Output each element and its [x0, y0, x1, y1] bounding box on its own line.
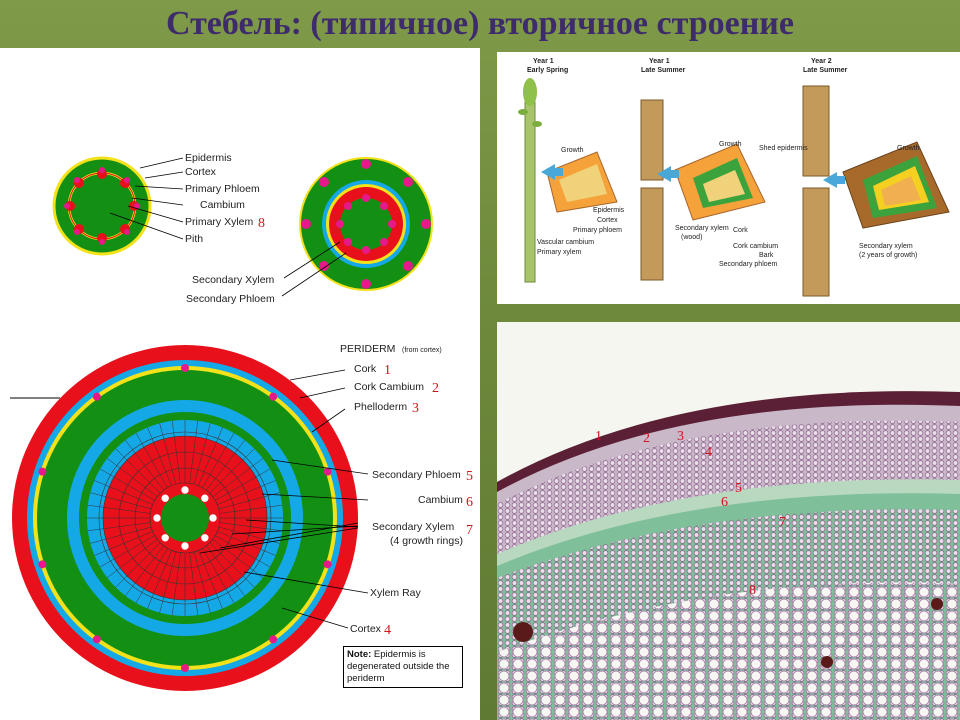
- st-cork-cambium: Cork cambium: [733, 243, 778, 250]
- num-2: 2: [432, 381, 439, 396]
- label-cortex: Cortex: [185, 166, 217, 178]
- growth-stages-illustration: Year 1 Early Spring Year 1 Late Summer Y…: [518, 58, 950, 297]
- growth-label-1: Growth: [561, 147, 584, 154]
- label-secondary-xylem-2: Secondary Xylem: [372, 521, 455, 533]
- st-primary-phloem: Primary phloem: [573, 227, 622, 234]
- st-cork: Cork: [733, 227, 748, 234]
- slide-title: Стебель: (типичное) вторичное строение: [166, 5, 794, 42]
- stage1-shoot: [518, 78, 618, 283]
- st-secondary-phloem: Secondary phloem: [719, 261, 778, 268]
- stage1-season: Early Spring: [527, 67, 568, 74]
- growth-label-2: Growth: [719, 141, 742, 148]
- micrograph-num-6: 6: [721, 495, 728, 510]
- label-secondary-xylem-1: Secondary Xylem: [192, 274, 275, 286]
- num-3: 3: [412, 401, 419, 416]
- num-7: 7: [466, 523, 473, 538]
- num-5: 5: [466, 469, 473, 484]
- micrograph-num-5: 5: [735, 481, 742, 496]
- num-4: 4: [384, 623, 391, 638]
- num-1: 1: [384, 363, 391, 378]
- label-xylem-ray: Xylem Ray: [370, 587, 422, 599]
- num-8: 8: [258, 216, 265, 231]
- label-periderm-note: (from cortex): [402, 347, 442, 354]
- note-box: Note: Epidermis is degenerated outside t…: [343, 646, 463, 688]
- growth-label-3: Growth: [897, 145, 920, 152]
- micrograph-num-7: 7: [779, 515, 786, 530]
- label-periderm: PERIDERM: [340, 343, 395, 355]
- st-primary-xylem: Primary xylem: [537, 249, 582, 256]
- st-wood: (wood): [681, 234, 702, 241]
- label-epidermis: Epidermis: [185, 152, 232, 164]
- note-head: Note:: [347, 649, 372, 660]
- label-cork: Cork: [354, 363, 377, 375]
- label-cork-cambium: Cork Cambium: [354, 381, 424, 393]
- label-primary-xylem: Primary Xylem: [185, 216, 254, 228]
- num-6: 6: [466, 495, 473, 510]
- stage3-season: Late Summer: [803, 67, 848, 74]
- micrograph-num-8: 8: [749, 583, 756, 598]
- st-vascular-cambium: Vascular cambium: [537, 239, 594, 246]
- micrograph-num-1: 1: [595, 429, 602, 444]
- young-secondary-stem-section: [299, 157, 433, 291]
- stage3-year: Year 2: [811, 58, 832, 65]
- st-two-years: (2 years of growth): [859, 252, 917, 259]
- stage2-season: Late Summer: [641, 67, 686, 74]
- stage2-year: Year 1: [649, 58, 670, 65]
- label-phelloderm: Phelloderm: [354, 401, 407, 413]
- stage2-stem: [640, 99, 766, 281]
- label-cambium-1: Cambium: [200, 199, 245, 211]
- primary-stem-section: [52, 156, 152, 256]
- micrograph-num-3: 3: [677, 429, 684, 444]
- label-growth-rings: (4 growth rings): [390, 535, 463, 547]
- mature-stem-section: [12, 345, 358, 691]
- stage1-year: Year 1: [533, 58, 554, 65]
- stem-micrograph: 1 2 3 4 56 7 8: [497, 322, 960, 720]
- st-bark: Bark: [759, 252, 774, 259]
- label-cortex-2: Cortex: [350, 623, 382, 635]
- label-primary-phloem: Primary Phloem: [185, 183, 260, 195]
- st-shed-epidermis: Shed epidermis: [759, 145, 808, 152]
- label-cambium-2: Cambium: [418, 494, 463, 506]
- micrograph-num-2: 2: [643, 431, 650, 446]
- label-pith: Pith: [185, 233, 203, 245]
- st-epidermis: Epidermis: [593, 207, 625, 214]
- growth-stages-panel: Year 1 Early Spring Year 1 Late Summer Y…: [497, 52, 960, 304]
- label-secondary-phloem-1: Secondary Phloem: [186, 293, 275, 305]
- label-secondary-phloem-2: Secondary Phloem: [372, 469, 461, 481]
- st-cortex: Cortex: [597, 217, 618, 224]
- stage3-stem: [802, 85, 950, 297]
- st-secondary-xylem: Secondary xylem: [675, 225, 729, 232]
- st-secondary-xylem-2: Secondary xylem: [859, 243, 913, 250]
- note-text: Epidermis is degenerated outside the per…: [347, 649, 450, 684]
- stem-diagram-panel: Epidermis Cortex Primary Phloem Cambium …: [0, 48, 480, 720]
- micrograph-num-4: 4: [705, 445, 712, 460]
- stem-diagram: Epidermis Cortex Primary Phloem Cambium …: [10, 152, 473, 691]
